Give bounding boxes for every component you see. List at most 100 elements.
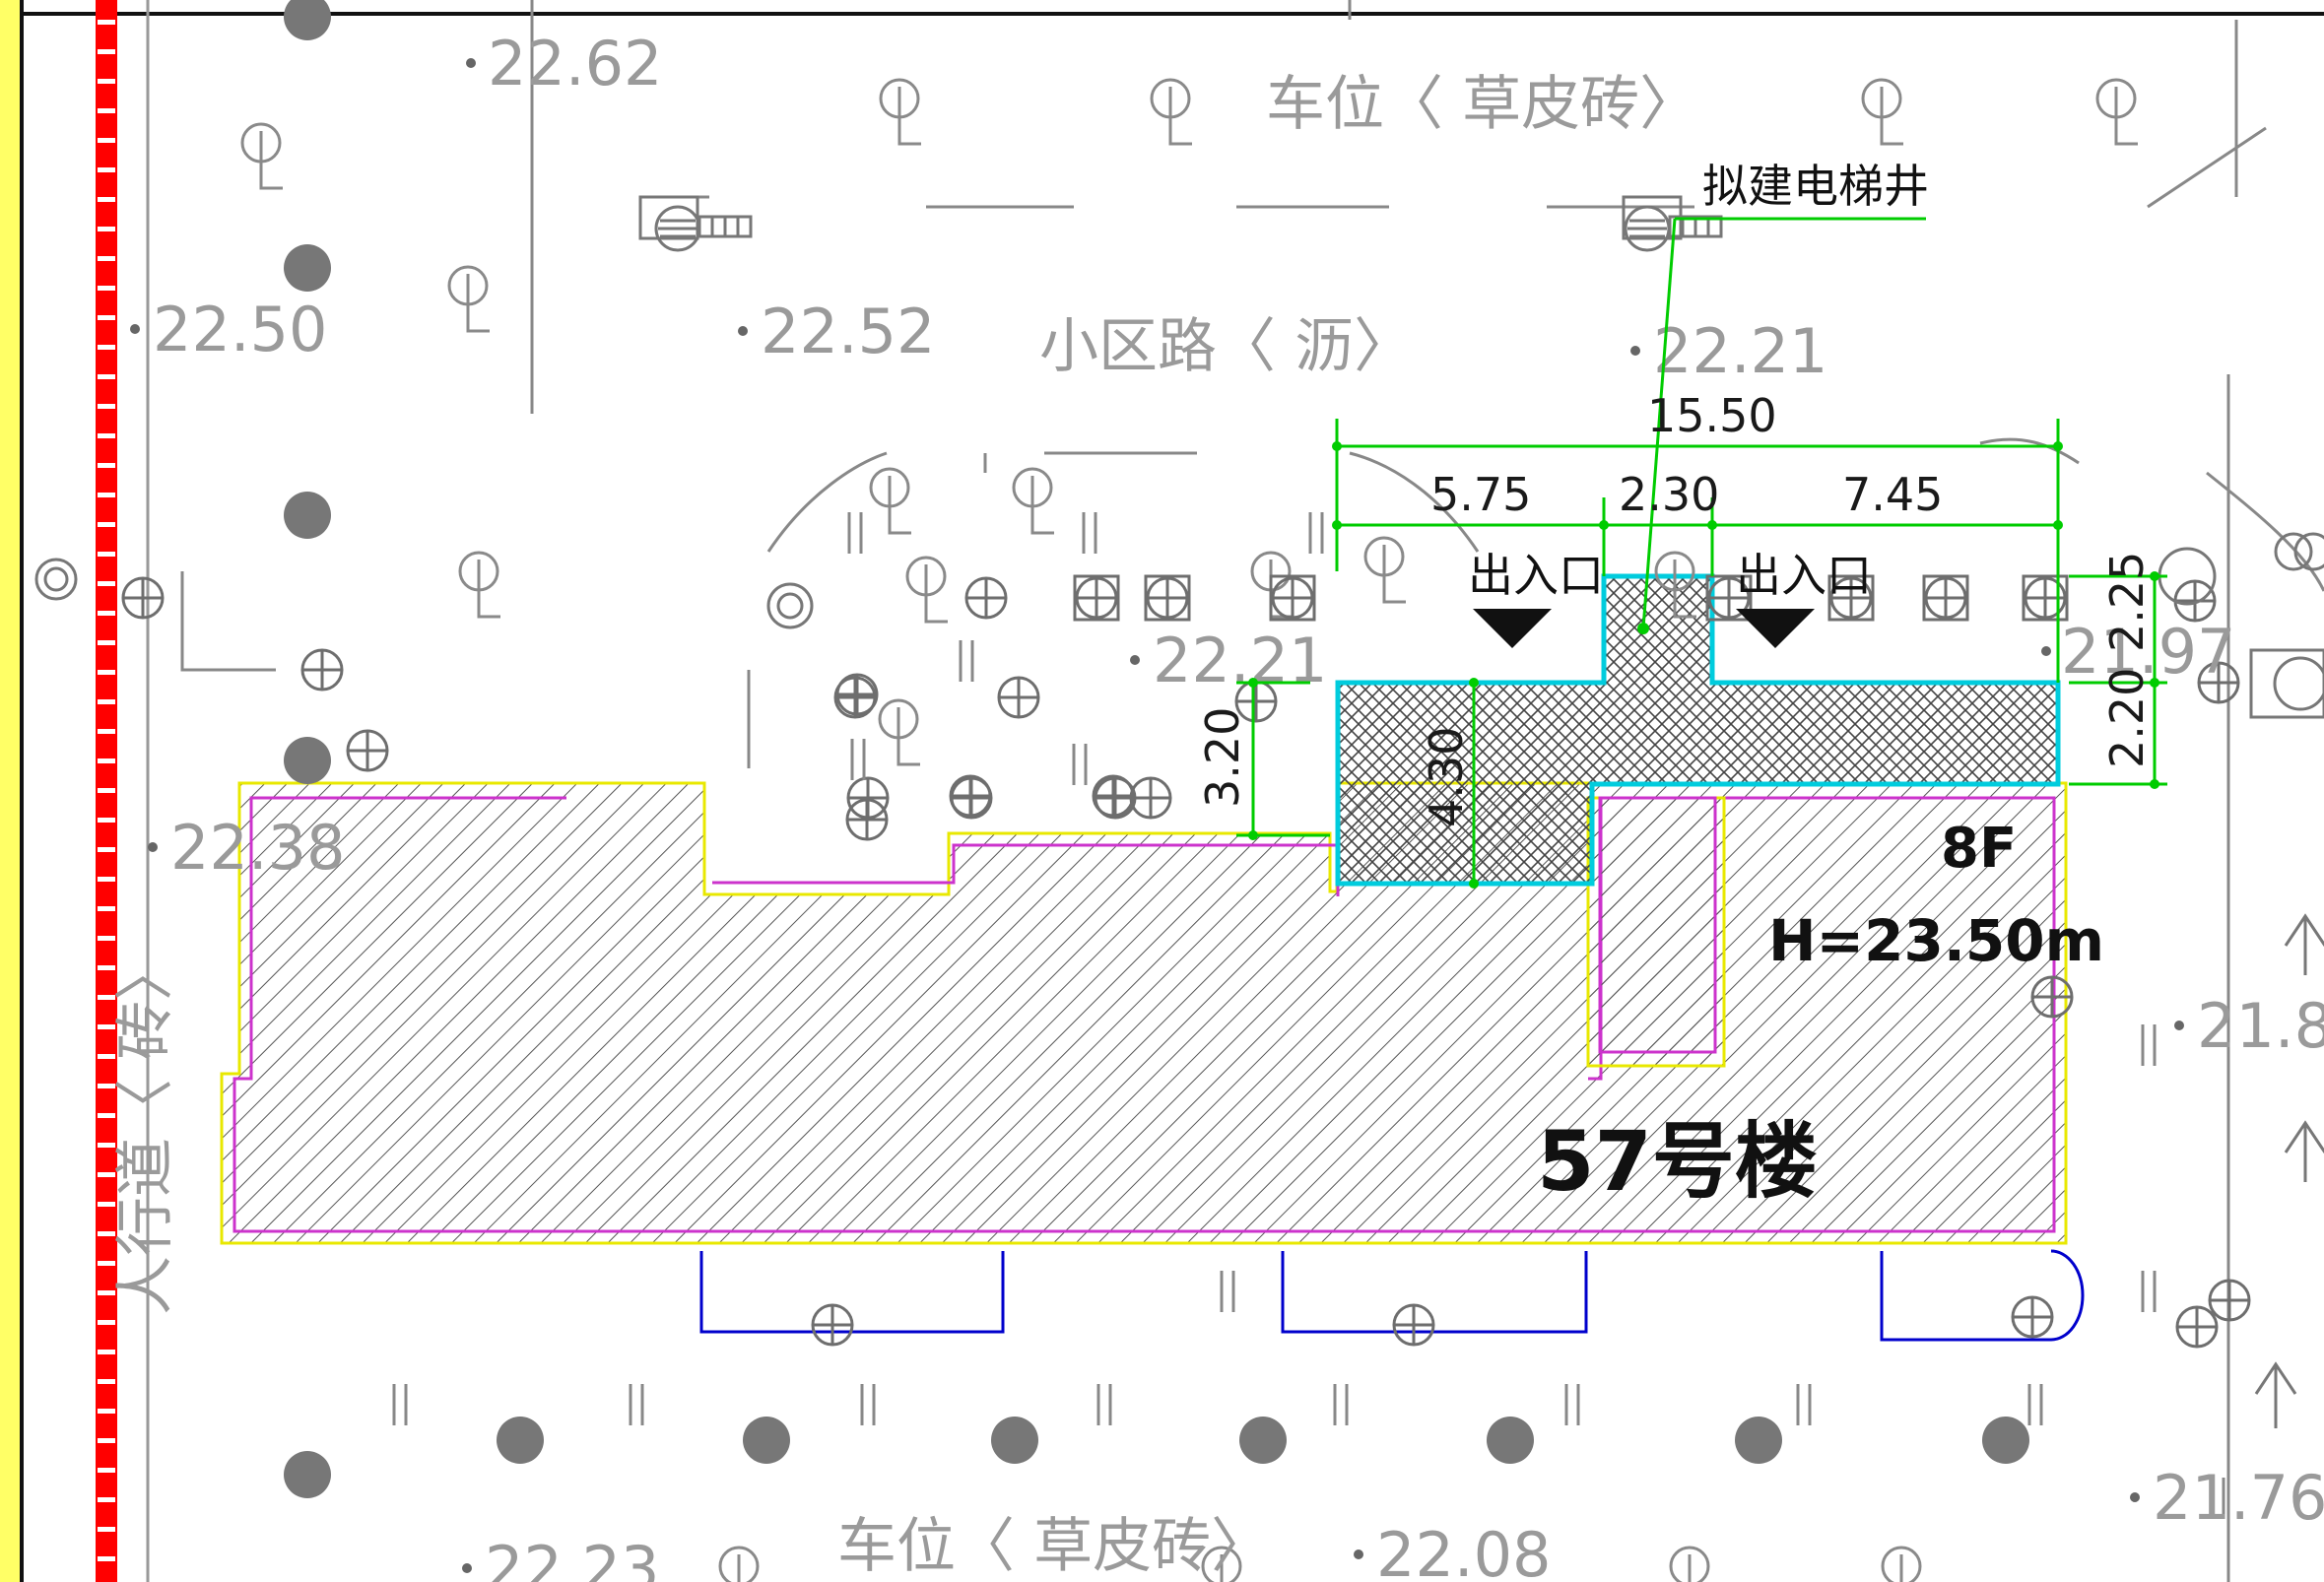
tick-mark: [959, 640, 974, 682]
tree-trunk-icon: [284, 244, 331, 292]
well-symbols: [34, 558, 814, 629]
tree-icon: [1669, 1546, 1710, 1582]
dimension-ticks: [1248, 441, 2159, 889]
building-name: 57号楼: [1537, 1113, 1818, 1210]
elevation-label: 21.89: [2197, 990, 2324, 1062]
dim-right: 7.45: [1842, 468, 1943, 521]
tick-mark: [2027, 1384, 2043, 1425]
crossed-circle-icon: [1827, 574, 1875, 622]
community-road-label: 小区路〈 沥〉: [1039, 312, 1413, 381]
tree-icon: [879, 78, 921, 146]
crossed-circle-icon: [346, 729, 389, 772]
right-edge-symbols: [2158, 532, 2324, 1428]
tree-trunk-icon: [284, 737, 331, 784]
crossed-circle-icon: [2030, 975, 2074, 1019]
tick-marks: [392, 512, 2225, 1519]
tree-icon: [1654, 551, 1696, 619]
crossed-circle-icon: [2173, 579, 2217, 623]
crossed-circle-icon: [835, 673, 879, 716]
tree-icon: [1363, 536, 1406, 604]
crossed-circle-icon: [1129, 776, 1172, 820]
tree-icon: [1150, 78, 1192, 146]
elevation-labels: 22.62 22.50 22.52 22.21 22.21 21.97 22.3…: [153, 28, 2324, 1582]
dim-middle: 2.30: [1619, 468, 1719, 521]
tree-icon: [718, 1546, 760, 1582]
sidewalk-label: 人行道〈 砖〉: [111, 942, 180, 1315]
elevation-label: 22.23: [485, 1533, 660, 1582]
dim-right-lower: 2.20: [2100, 668, 2154, 768]
tick-mark: [2141, 1271, 2157, 1312]
crossed-circle-icon: [2197, 661, 2240, 704]
elevation-label: 22.38: [170, 812, 346, 884]
elevation-label: 22.21: [1653, 315, 1828, 387]
elevator-shaft-label: 拟建电梯井: [1702, 160, 1929, 213]
dim-right-upper: 2.25: [2100, 552, 2154, 652]
tick-mark: [392, 1384, 408, 1425]
elevation-label: 21.76: [2153, 1462, 2324, 1534]
elevation-label: 22.08: [1376, 1519, 1552, 1582]
parking-top-label: 车位〈 草皮砖〉: [1266, 70, 1698, 139]
crossed-circle-icon: [949, 774, 992, 818]
tick-mark: [1096, 1384, 1112, 1425]
tree-trunk-icon: [284, 0, 331, 40]
crossed-circle-symbols: [121, 574, 2251, 1349]
tick-mark: [1082, 512, 1097, 554]
crossed-circle-icon: [997, 676, 1040, 719]
crossed-circle-icon: [1073, 574, 1120, 622]
tree-icon: [447, 265, 490, 333]
tree-icon: [905, 556, 948, 624]
building-floors: 8F: [1941, 817, 2017, 881]
crossed-circle-icon: [121, 576, 165, 620]
tree-trunk-icon: [991, 1417, 1038, 1464]
crossed-circle-icon: [1092, 774, 1135, 818]
tick-mark: [847, 512, 863, 554]
tree-trunk-icon: [284, 1451, 331, 1498]
crossed-circle-icon: [833, 676, 877, 719]
tree-trunk-icon: [743, 1417, 790, 1464]
tree-icon: [1201, 1546, 1242, 1582]
building-height: H=23.50m: [1768, 907, 2104, 974]
tree-trunk-icon: [1735, 1417, 1782, 1464]
red-road-boundary: [96, 0, 117, 1582]
tree-icon: [1861, 78, 1903, 146]
stair-core-magenta: [1598, 796, 1717, 1054]
crossed-circle-icon: [300, 648, 344, 692]
elevation-label: 22.21: [1153, 625, 1328, 696]
crossed-circle-icon: [2022, 574, 2069, 622]
crossed-circle-icon: [1922, 574, 1969, 622]
entrance-right-arrow: [1736, 609, 1815, 648]
tree-trunk-icon: [1982, 1417, 2029, 1464]
entrance-left-label: 出入口: [1468, 549, 1604, 602]
tree-icon: [458, 551, 500, 619]
dimension-lines: [1236, 419, 2167, 884]
tick-mark: [860, 1384, 876, 1425]
tick-mark: [1308, 512, 1324, 554]
tree-dots: [284, 0, 2029, 1498]
elevation-points: [130, 58, 2184, 1573]
proposed-extension: [1335, 573, 2061, 887]
entrance-right-label: 出入口: [1736, 549, 1872, 602]
tick-mark: [1333, 1384, 1349, 1425]
dim-left: 5.75: [1430, 468, 1531, 521]
elevation-label: 22.52: [761, 296, 936, 367]
crossed-circle-icon: [2175, 1305, 2219, 1349]
elevator-leader-dot: [1637, 623, 1649, 634]
tick-mark: [1072, 744, 1088, 785]
crossed-circle-icon: [1144, 574, 1191, 622]
elevator-leader: [1641, 217, 1926, 629]
crossed-circle-icon: [2011, 1295, 2054, 1339]
crossed-circle-icon: [964, 576, 1008, 620]
tick-mark: [629, 1384, 644, 1425]
crossed-circle-icon: [811, 1303, 854, 1347]
elevation-label: 22.50: [153, 294, 328, 365]
left-yellow-strip: [0, 0, 22, 1582]
dim-setback: 3.20: [1196, 707, 1249, 808]
street-lamp-left: [638, 195, 753, 252]
tree-icon: [240, 122, 283, 190]
crossed-circle-icon: [1269, 574, 1316, 622]
balconies: [699, 1249, 2085, 1342]
tree-trunk-icon: [497, 1417, 544, 1464]
tree-icon: [869, 467, 911, 535]
crossed-circle-icon: [1392, 1303, 1435, 1347]
entrance-left-arrow: [1473, 609, 1552, 648]
